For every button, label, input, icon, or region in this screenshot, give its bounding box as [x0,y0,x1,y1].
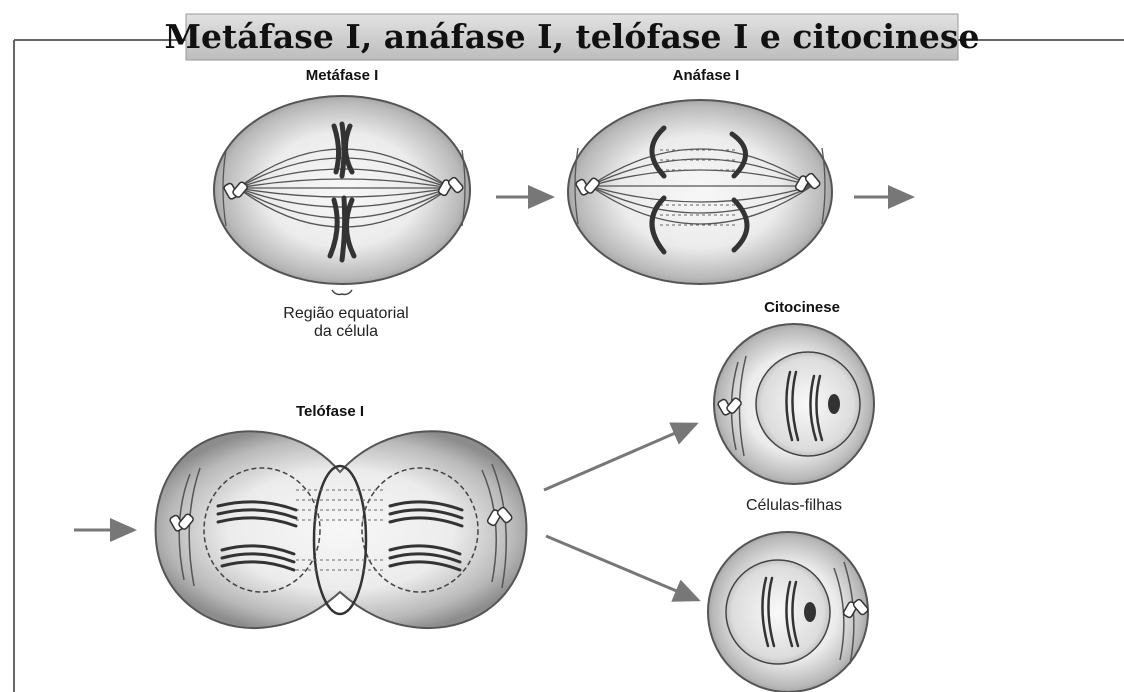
label-regiao-line1: Região equatorial [283,305,408,322]
nucleolus [804,602,816,622]
metafase-cell [214,96,470,284]
telofase-cell [156,431,527,628]
equatorial-brace [332,290,352,295]
label-regiao-line2: da célula [314,323,378,340]
nucleolus [828,394,840,414]
daughter-cell-top [714,324,874,484]
arrow-to-daughter-bottom [546,536,698,600]
label-citocinese: Citocinese [764,299,840,316]
diagram-title: Metáfase I, anáfase I, telófase I e cito… [165,17,980,56]
daughter-cell-bottom [708,532,869,692]
label-anafase: Anáfase I [673,67,740,84]
arrow-to-daughter-top [544,424,696,490]
label-metafase: Metáfase I [306,67,379,84]
anafase-cell [568,100,832,284]
title-banner: Metáfase I, anáfase I, telófase I e cito… [165,14,980,60]
label-celulas-filhas: Células-filhas [746,497,842,514]
label-telofase: Telófase I [296,403,364,420]
